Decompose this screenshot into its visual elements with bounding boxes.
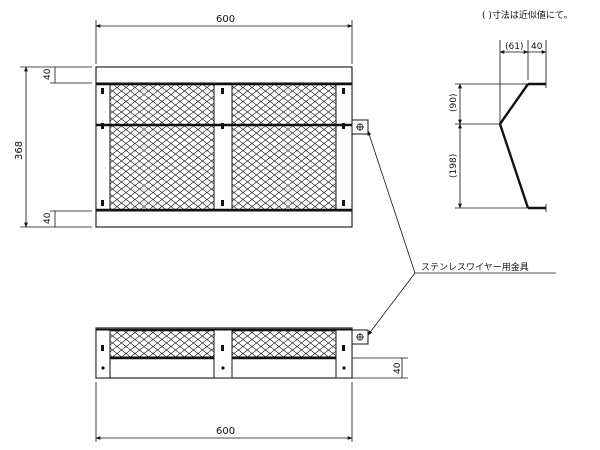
dim-bottom-band: 40 — [43, 210, 92, 227]
dim-side-flange-label: 40 — [531, 42, 543, 52]
side-view: (61) 40 (90) (198) — [449, 40, 547, 212]
dim-front-bottom-band: 40 — [352, 357, 408, 379]
dim-top-band-label: 40 — [43, 68, 53, 80]
plan-view — [95, 66, 369, 228]
dim-front-bottom-band-label: 40 — [393, 362, 403, 374]
dim-side-offset-label: (61) — [505, 42, 523, 52]
dim-height: 368 — [14, 66, 92, 228]
mesh-panel-right — [231, 82, 337, 212]
wire-bracket-callout: ステンレスワイヤー用金具 — [367, 130, 556, 336]
front-view — [95, 327, 369, 379]
post-center — [213, 82, 233, 212]
wire-bracket-label: ステンレスワイヤー用金具 — [421, 261, 529, 273]
front-mesh-panel-left — [109, 329, 215, 358]
dim-top-width-label: 600 — [216, 14, 235, 25]
dim-height-label: 368 — [14, 141, 25, 160]
dim-side-upper-label: (90) — [449, 94, 459, 112]
post-left — [95, 82, 111, 212]
mesh-panel-left — [109, 82, 215, 212]
dim-bottom-band-label: 40 — [43, 212, 53, 224]
front-mesh-panel-right — [231, 329, 337, 358]
dim-bottom-width-label: 600 — [216, 426, 235, 437]
dim-top-width: 600 — [95, 14, 353, 64]
dim-bottom-width: 600 — [95, 382, 353, 442]
approx-dimension-note: ( )寸法は近似値にて。 — [482, 9, 573, 21]
post-right — [335, 82, 353, 212]
dim-side-lower-label: (198) — [449, 154, 459, 178]
dim-top-band: 40 — [43, 67, 92, 84]
